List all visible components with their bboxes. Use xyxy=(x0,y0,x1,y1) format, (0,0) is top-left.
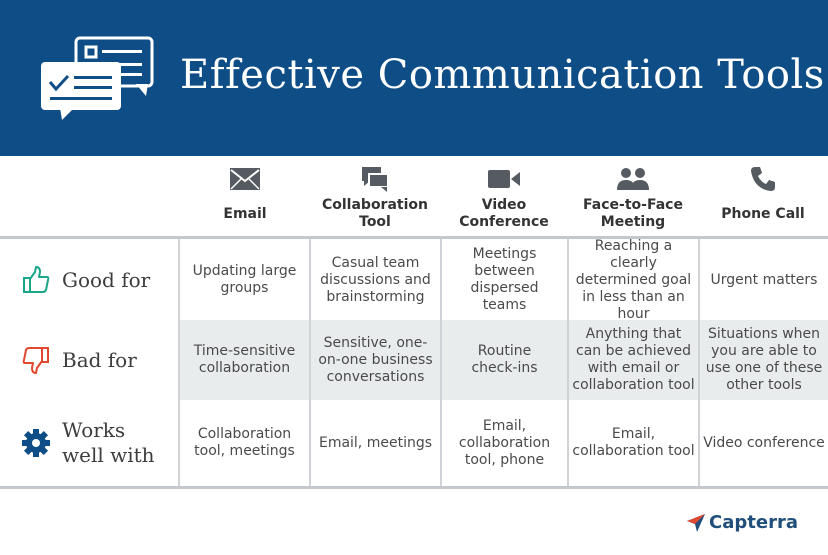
column-header-video-conference: Video Conference xyxy=(440,160,568,236)
table-top-border xyxy=(0,236,828,239)
video-camera-icon xyxy=(488,170,520,188)
phone-icon xyxy=(751,167,775,191)
column-divider xyxy=(309,239,311,486)
column-header-email: Email xyxy=(180,160,310,236)
column-header-face-to-face-meeting: Face-to-Face Meeting xyxy=(568,160,698,236)
chat-messages-icon xyxy=(41,36,154,120)
table-cell: Sensitive, one-on-one business conversat… xyxy=(318,334,433,385)
row-label-text: Good for xyxy=(62,267,151,292)
thumbs-up-icon xyxy=(23,266,50,293)
column-divider xyxy=(178,239,180,486)
row-label-text: Works well with xyxy=(62,418,155,467)
capterra-logo: Capterra xyxy=(686,512,798,533)
column-header-collaboration-tool: Collaboration Tool xyxy=(310,160,440,236)
column-divider xyxy=(567,239,569,486)
thumbs-down-icon xyxy=(22,347,49,374)
table-cell: Updating large groups xyxy=(192,263,297,296)
column-divider xyxy=(698,239,700,486)
column-label: Phone Call xyxy=(721,205,805,222)
table-cell: Anything that can be achieved with email… xyxy=(572,326,695,393)
table-cell: Email, collaboration tool xyxy=(572,426,695,459)
table-cell: Urgent matters xyxy=(710,271,818,288)
row-label-works-well-with: Works well with xyxy=(0,400,178,486)
table-cell: Video conference xyxy=(703,434,825,451)
chat-bubbles-icon xyxy=(362,167,389,192)
row-label-text: Bad for xyxy=(62,347,137,372)
table-cell: Meetings between dispersed teams xyxy=(470,246,539,313)
column-divider xyxy=(440,239,442,486)
people-icon xyxy=(617,168,649,190)
row-label-bad-for: Bad for xyxy=(0,320,178,400)
column-header-phone-call: Phone Call xyxy=(698,160,828,236)
table-cell: Collaboration tool, meetings xyxy=(194,426,295,459)
page-title: Effective Communication Tools xyxy=(180,52,825,98)
table-cell: Routine check-ins xyxy=(471,343,538,376)
column-label: Collaboration Tool xyxy=(321,197,428,230)
header-banner: Effective Communication Tools xyxy=(0,0,828,156)
brand-name: Capterra xyxy=(709,512,798,533)
row-band xyxy=(180,320,828,400)
table-bottom-border xyxy=(0,486,828,489)
envelope-icon xyxy=(230,168,260,190)
capterra-arrow-icon xyxy=(687,513,706,532)
column-label: Email xyxy=(223,205,267,222)
table-cell: Reaching a clearly determined goal in le… xyxy=(575,237,692,322)
table-cell: Situations when you are able to use one … xyxy=(705,326,823,393)
table-cell: Email, collaboration tool, phone xyxy=(458,417,551,468)
column-label: Video Conference xyxy=(459,197,549,230)
table-cell: Email, meetings xyxy=(318,434,433,451)
column-label: Face-to-Face Meeting xyxy=(583,197,683,230)
row-label-good-for: Good for xyxy=(0,240,178,320)
table-cell: Time-sensitive collaboration xyxy=(193,343,296,376)
table-cell: Casual team discussions and brainstormin… xyxy=(320,254,431,305)
gear-icon xyxy=(22,429,50,457)
